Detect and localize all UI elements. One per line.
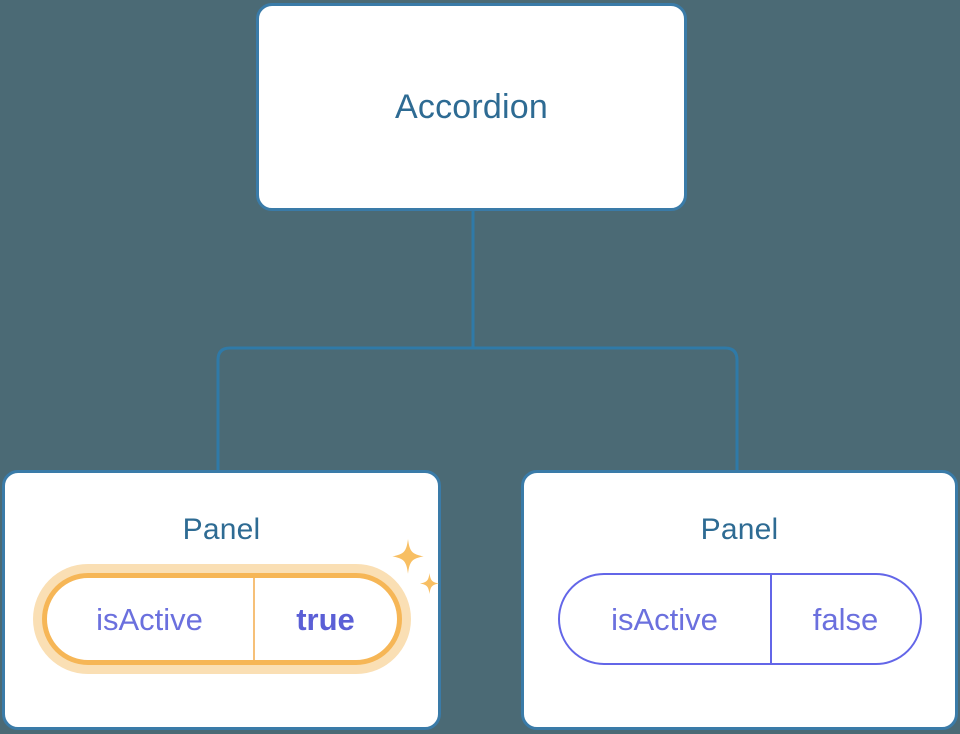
node-accordion[interactable]: Accordion (256, 3, 687, 211)
node-title: Accordion (395, 88, 548, 126)
prop-pill-isactive-false[interactable]: isActive false (557, 573, 922, 665)
node-title: Panel (182, 513, 261, 546)
pill-divider (252, 578, 255, 660)
prop-pill-isactive-true[interactable]: isActive true (41, 573, 402, 665)
connector-to-child-1 (473, 346, 739, 472)
prop-pill-wrapper-0: isActive true (32, 539, 439, 674)
node-panel-0[interactable]: Panel isActive true (2, 470, 441, 730)
pill-divider (769, 575, 772, 663)
connector-to-child-0 (216, 346, 473, 472)
prop-value: true (296, 601, 355, 637)
prop-key: isActive (96, 601, 203, 637)
node-panel-1[interactable]: Panel isActive false (521, 470, 958, 730)
prop-key: isActive (611, 601, 718, 637)
prop-value: false (812, 601, 879, 637)
prop-pill-wrapper-1: isActive false (557, 573, 922, 665)
node-title: Panel (700, 513, 779, 546)
